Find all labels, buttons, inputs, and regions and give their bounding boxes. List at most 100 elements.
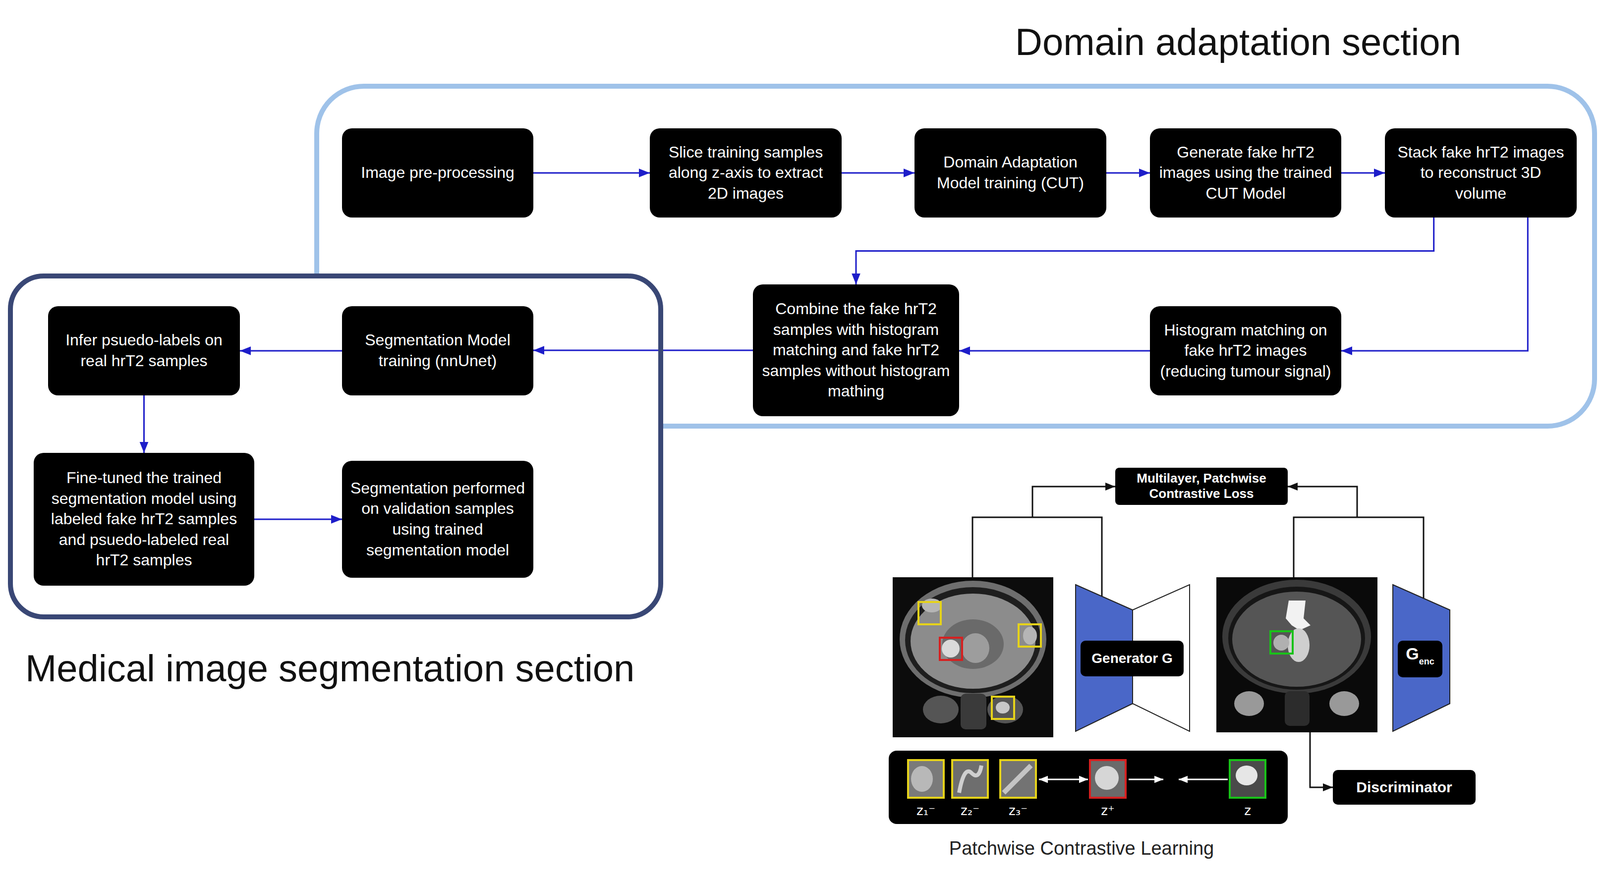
image-ground: [1216, 577, 1378, 733]
process-box: Stack fake hrT2 images to reconstruct 3D…: [1384, 128, 1577, 218]
box-text: G: [1405, 643, 1419, 665]
encoder-trapezoid: [1392, 584, 1450, 732]
flow-arrow: [1106, 172, 1150, 174]
box-text: Combine the fake hrT2 samples with histo…: [760, 298, 952, 402]
discriminator-box: Discriminator: [1332, 770, 1476, 805]
section-border: [316, 86, 1595, 427]
patch-thumbnail: [1229, 760, 1266, 799]
csf: [1287, 628, 1310, 663]
flow-arrow: [959, 350, 1150, 352]
contrast-arrow: [1038, 779, 1088, 781]
bracket-line: [972, 517, 1102, 597]
box-text: Domain Adaptation Model training (CUT): [922, 152, 1099, 194]
process-box: Combine the fake hrT2 samples with histo…: [752, 284, 960, 417]
box-text: Histogram matching on fake hrT2 images (…: [1157, 320, 1334, 383]
positive-patch: [939, 637, 963, 661]
process-box: Slice training samples along z-axis to e…: [649, 128, 842, 218]
flow-arrow: [533, 172, 650, 174]
tumour: [941, 639, 960, 658]
face-structure: [922, 695, 959, 724]
flow-arrow: [1341, 172, 1385, 174]
contrast-arrow: [1128, 779, 1164, 781]
figure-caption: Patchwise Contrastive Learning: [949, 838, 1214, 860]
generator-label: Generator G: [1080, 640, 1184, 677]
process-box: Image pre-processing: [342, 128, 534, 218]
flow-arrow: [533, 349, 753, 352]
image-ground: [892, 577, 1054, 738]
bracket-line: [1293, 517, 1424, 599]
patch-border: [1000, 760, 1036, 799]
csf: [1285, 600, 1311, 631]
box-text: enc: [1419, 656, 1435, 668]
patch-image: [1229, 760, 1266, 799]
arrow-line: [1310, 732, 1333, 788]
patch-symbol: z: [1244, 803, 1252, 819]
brain: [1232, 591, 1362, 687]
skull: [1228, 586, 1366, 690]
patch-detail: [1094, 766, 1119, 791]
patch-symbol: z₁⁻: [916, 803, 936, 819]
query-patch: [1270, 631, 1293, 654]
tissue: [995, 701, 1010, 714]
patch-image: [1000, 760, 1036, 799]
section-heading: Medical image segmentation section: [25, 646, 635, 690]
tissue: [1023, 627, 1037, 645]
flow-arrow: [239, 350, 343, 352]
box-text: Generator G: [1091, 650, 1173, 668]
box-text: Multilayer, Patchwise Contrastive Loss: [1120, 470, 1283, 502]
patch-border: [952, 760, 988, 799]
patch-border: [908, 760, 944, 799]
patch-detail: [911, 766, 933, 793]
skull: [905, 587, 1041, 694]
process-box: Segmentation Model training (nnUnet): [342, 306, 534, 396]
t1-mri-image: [892, 577, 1054, 738]
patch-thumbnail: [1089, 760, 1126, 799]
box-text: Discriminator: [1356, 778, 1452, 797]
encoder-label: Genc: [1397, 640, 1443, 678]
t2-mri-image: [1216, 577, 1378, 733]
brain: [910, 593, 1036, 689]
patch-symbol: z⁺: [1100, 803, 1115, 819]
patch-image: [952, 760, 988, 799]
patch-border: [1089, 760, 1126, 799]
tissue: [921, 598, 942, 613]
flow-arrow: [841, 172, 915, 174]
scalp: [899, 580, 1047, 698]
flow-arrow: [856, 217, 1434, 285]
box-text: Infer psuedo-labels on real hrT2 samples: [56, 330, 232, 372]
cistern: [942, 619, 1004, 670]
loss-box: Multilayer, Patchwise Contrastive Loss: [1115, 467, 1288, 506]
process-box: Segmentation performed on validation sam…: [342, 460, 534, 578]
face-structure: [960, 693, 987, 730]
flow-arrow: [1341, 217, 1528, 351]
arrow-line: [1032, 486, 1116, 518]
box-text: Stack fake hrT2 images to reconstruct 3D…: [1392, 142, 1569, 205]
face-structure: [1234, 691, 1264, 717]
patch-image: [908, 760, 944, 799]
box-text: Fine-tuned the trained segmentation mode…: [41, 467, 247, 572]
box-text: Image pre-processing: [360, 162, 515, 184]
scalp: [1222, 579, 1372, 694]
flow-arrow: [254, 518, 343, 521]
negative-patch: [991, 696, 1015, 720]
patch-symbol: z₃⁻: [1008, 803, 1028, 819]
negative-patch: [1018, 624, 1041, 647]
patch-detail: [1003, 765, 1031, 794]
patch-detail: [959, 765, 982, 794]
patch-detail: [1235, 765, 1258, 786]
flow-arrow: [143, 395, 145, 454]
patch-thumbnail: [952, 760, 988, 799]
contrast-arrow: [1178, 779, 1228, 781]
negative-patch: [918, 602, 941, 625]
process-box: Domain Adaptation Model training (CUT): [914, 128, 1107, 218]
brainstem: [961, 633, 990, 664]
arrow-line: [1287, 486, 1358, 518]
section-region: Medical image segmentation sectionSegmen…: [7, 273, 664, 620]
process-box: Histogram matching on fake hrT2 images (…: [1149, 306, 1342, 396]
patch-image: [1089, 760, 1126, 799]
patch-border: [1229, 760, 1266, 799]
process-box: Infer psuedo-labels on real hrT2 samples: [48, 306, 240, 396]
